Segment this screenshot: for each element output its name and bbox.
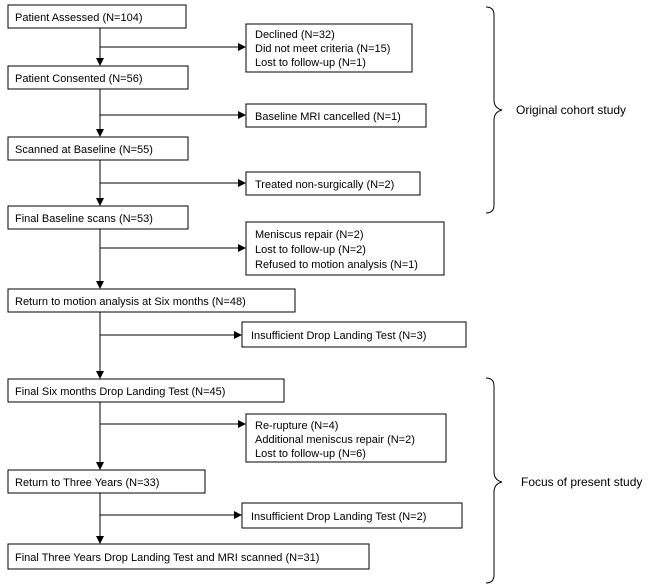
exclusion-box-4	[245, 221, 445, 276]
exclusion-box-6	[245, 413, 447, 463]
step-box-1	[7, 4, 187, 29]
step-box-8	[7, 543, 370, 570]
step-label-6: Final Six months Drop Landing Test (N=45…	[15, 386, 225, 398]
exclusion-1-line-1: Declined (N=32)	[255, 29, 335, 41]
step-box-5	[7, 288, 296, 313]
bracket-label-original: Original cohort study	[516, 103, 626, 117]
arrowhead-right-5	[234, 331, 242, 339]
bracket-original-cohort	[485, 6, 503, 214]
step-box-3	[7, 136, 189, 161]
exclusion-3-line-1: Treated non-surgically (N=2)	[255, 179, 394, 191]
exclusion-4-line-1: Meniscus repair (N=2)	[255, 229, 364, 241]
arrowhead-right-7	[234, 511, 242, 519]
exclusion-6-line-2: Additional meniscus repair (N=2)	[255, 434, 415, 446]
exclusion-1-line-3: Lost to follow-up (N=1)	[255, 57, 366, 69]
exclusion-2-line-1: Baseline MRI cancelled (N=1)	[255, 111, 401, 123]
bracket-present-study	[485, 377, 503, 584]
arrowhead-right-1	[238, 43, 246, 51]
step-box-2	[7, 65, 189, 90]
step-label-8: Final Three Years Drop Landing Test and …	[15, 552, 319, 564]
step-label-3: Scanned at Baseline (N=55)	[15, 144, 153, 156]
exclusion-5-line-1: Insufficient Drop Landing Test (N=3)	[251, 330, 426, 342]
arrowhead-down-4	[96, 281, 104, 289]
arrowhead-right-4	[238, 244, 246, 252]
exclusion-4-line-2: Lost to follow-up (N=2)	[255, 244, 366, 256]
exclusion-box-2	[245, 103, 427, 128]
step-label-2: Patient Consented (N=56)	[15, 73, 143, 85]
arrowhead-down-3	[96, 198, 104, 206]
exclusion-6-line-3: Lost to follow-up (N=6)	[255, 448, 366, 460]
exclusion-box-3	[245, 171, 421, 196]
step-label-1: Patient Assessed (N=104)	[15, 12, 143, 24]
arrowhead-down-6	[96, 462, 104, 470]
step-box-7	[7, 469, 206, 494]
exclusion-6-line-1: Re-rupture (N=4)	[255, 420, 338, 432]
exclusion-4-line-3: Refused to motion analysis (N=1)	[255, 259, 418, 271]
step-box-6	[7, 378, 285, 403]
step-label-4: Final Baseline scans (N=53)	[15, 213, 153, 225]
arrowhead-right-3	[238, 179, 246, 187]
step-label-7: Return to Three Years (N=33)	[15, 477, 159, 489]
arrowhead-right-2	[238, 111, 246, 119]
arrowhead-right-6	[238, 420, 246, 428]
exclusion-7-line-1: Insufficient Drop Landing Test (N=2)	[251, 511, 426, 523]
exclusion-box-1	[245, 23, 413, 73]
arrowhead-down-1	[96, 58, 104, 66]
exclusion-1-line-2: Did not meet criteria (N=15)	[255, 43, 390, 55]
step-label-5: Return to motion analysis at Six months …	[15, 296, 246, 308]
exclusion-box-5	[241, 321, 467, 348]
bracket-label-present: Focus of present study	[521, 475, 642, 489]
exclusion-box-7	[241, 502, 463, 529]
arrowhead-down-7	[96, 536, 104, 544]
arrowhead-down-5	[96, 371, 104, 379]
step-box-4	[7, 205, 189, 230]
arrowhead-down-2	[96, 129, 104, 137]
